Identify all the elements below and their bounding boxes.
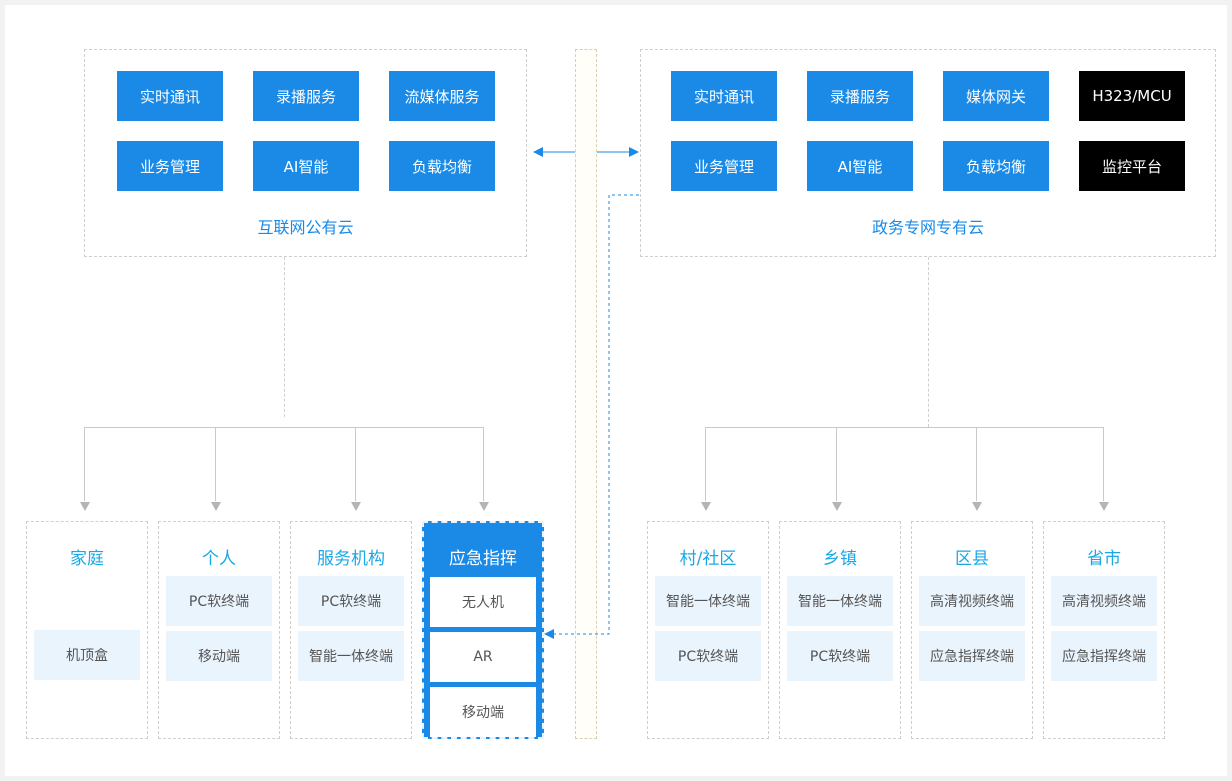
terminal-group-personal[interactable]: 个人 PC软终端 移动端 bbox=[158, 521, 280, 739]
group-title: 家庭 bbox=[70, 549, 104, 569]
terminal-pc-soft[interactable]: PC软终端 bbox=[655, 631, 761, 681]
terminal-group-province-city[interactable]: 省市 高清视频终端 应急指挥终端 bbox=[1043, 521, 1165, 739]
group-title: 应急指挥 bbox=[449, 549, 517, 569]
service-ai[interactable]: AI智能 bbox=[807, 141, 913, 191]
left-drop-4 bbox=[483, 427, 484, 501]
terminal-mobile[interactable]: 移动端 bbox=[430, 687, 536, 737]
right-tree-stem bbox=[928, 257, 929, 427]
right-drop-3 bbox=[976, 427, 977, 501]
terminal-emergency-command[interactable]: 应急指挥终端 bbox=[919, 631, 1025, 681]
service-h323-mcu[interactable]: H323/MCU bbox=[1079, 71, 1185, 121]
down-arrow-icon bbox=[832, 502, 842, 511]
group-title: 服务机构 bbox=[317, 549, 385, 569]
service-business-mgmt[interactable]: 业务管理 bbox=[671, 141, 777, 191]
terminal-group-home[interactable]: 家庭 机顶盒 bbox=[26, 521, 148, 739]
service-ai[interactable]: AI智能 bbox=[253, 141, 359, 191]
down-arrow-icon bbox=[479, 502, 489, 511]
down-arrow-icon bbox=[701, 502, 711, 511]
diagram-canvas: 实时通讯 录播服务 流媒体服务 业务管理 AI智能 负载均衡 互联网公有云 实时… bbox=[5, 5, 1227, 776]
terminal-smart-all-in-one[interactable]: 智能一体终端 bbox=[787, 576, 893, 626]
arrow-head-right bbox=[629, 147, 639, 157]
left-drop-1 bbox=[84, 427, 85, 501]
down-arrow-icon bbox=[80, 502, 90, 511]
terminal-group-service-org[interactable]: 服务机构 PC软终端 智能一体终端 bbox=[290, 521, 412, 739]
service-business-mgmt[interactable]: 业务管理 bbox=[117, 141, 223, 191]
service-streaming-media[interactable]: 流媒体服务 bbox=[389, 71, 495, 121]
terminal-hd-video[interactable]: 高清视频终端 bbox=[919, 576, 1025, 626]
terminal-group-emergency-command[interactable]: 应急指挥 无人机 AR 移动端 bbox=[422, 521, 544, 739]
service-load-balance[interactable]: 负载均衡 bbox=[389, 141, 495, 191]
government-private-cloud: 实时通讯 录播服务 媒体网关 H323/MCU 业务管理 AI智能 负载均衡 监… bbox=[640, 49, 1216, 257]
right-drop-1 bbox=[705, 427, 706, 501]
service-recording[interactable]: 录播服务 bbox=[253, 71, 359, 121]
terminal-group-village[interactable]: 村/社区 智能一体终端 PC软终端 bbox=[647, 521, 769, 739]
right-drop-2 bbox=[836, 427, 837, 501]
terminal-pc-soft[interactable]: PC软终端 bbox=[787, 631, 893, 681]
right-drop-4 bbox=[1103, 427, 1104, 501]
terminal-group-county[interactable]: 区县 高清视频终端 应急指挥终端 bbox=[911, 521, 1033, 739]
terminal-hd-video[interactable]: 高清视频终端 bbox=[1051, 576, 1157, 626]
arrow-head-left bbox=[533, 147, 543, 157]
group-title: 区县 bbox=[955, 549, 989, 569]
terminal-smart-all-in-one[interactable]: 智能一体终端 bbox=[298, 631, 404, 681]
terminal-pc-soft[interactable]: PC软终端 bbox=[298, 576, 404, 626]
service-realtime-comm[interactable]: 实时通讯 bbox=[117, 71, 223, 121]
down-arrow-icon bbox=[351, 502, 361, 511]
down-arrow-icon bbox=[1099, 502, 1109, 511]
group-title: 村/社区 bbox=[679, 549, 737, 569]
internet-public-cloud: 实时通讯 录播服务 流媒体服务 业务管理 AI智能 负载均衡 互联网公有云 bbox=[84, 49, 527, 257]
network-bus bbox=[575, 49, 597, 739]
left-drop-2 bbox=[215, 427, 216, 501]
terminal-drone[interactable]: 无人机 bbox=[430, 577, 536, 627]
cloud-label: 互联网公有云 bbox=[257, 218, 354, 237]
service-media-gateway[interactable]: 媒体网关 bbox=[943, 71, 1049, 121]
group-title: 乡镇 bbox=[823, 549, 857, 569]
cloud-label: 政务专网专有云 bbox=[871, 218, 984, 237]
emergency-route-arrow bbox=[544, 629, 554, 639]
service-monitoring-platform[interactable]: 监控平台 bbox=[1079, 141, 1185, 191]
terminal-ar[interactable]: AR bbox=[430, 632, 536, 682]
terminal-pc-soft[interactable]: PC软终端 bbox=[166, 576, 272, 626]
left-drop-3 bbox=[355, 427, 356, 501]
left-tree-stem bbox=[284, 257, 285, 417]
terminal-smart-all-in-one[interactable]: 智能一体终端 bbox=[655, 576, 761, 626]
group-title: 省市 bbox=[1087, 549, 1121, 569]
right-tree-bar bbox=[705, 427, 1104, 428]
down-arrow-icon bbox=[972, 502, 982, 511]
left-tree-bar bbox=[84, 427, 484, 428]
down-arrow-icon bbox=[211, 502, 221, 511]
terminal-set-top-box[interactable]: 机顶盒 bbox=[34, 630, 140, 680]
service-recording[interactable]: 录播服务 bbox=[807, 71, 913, 121]
terminal-mobile[interactable]: 移动端 bbox=[166, 631, 272, 681]
terminal-group-township[interactable]: 乡镇 智能一体终端 PC软终端 bbox=[779, 521, 901, 739]
service-realtime-comm[interactable]: 实时通讯 bbox=[671, 71, 777, 121]
service-load-balance[interactable]: 负载均衡 bbox=[943, 141, 1049, 191]
group-title: 个人 bbox=[202, 549, 236, 569]
terminal-emergency-command[interactable]: 应急指挥终端 bbox=[1051, 631, 1157, 681]
